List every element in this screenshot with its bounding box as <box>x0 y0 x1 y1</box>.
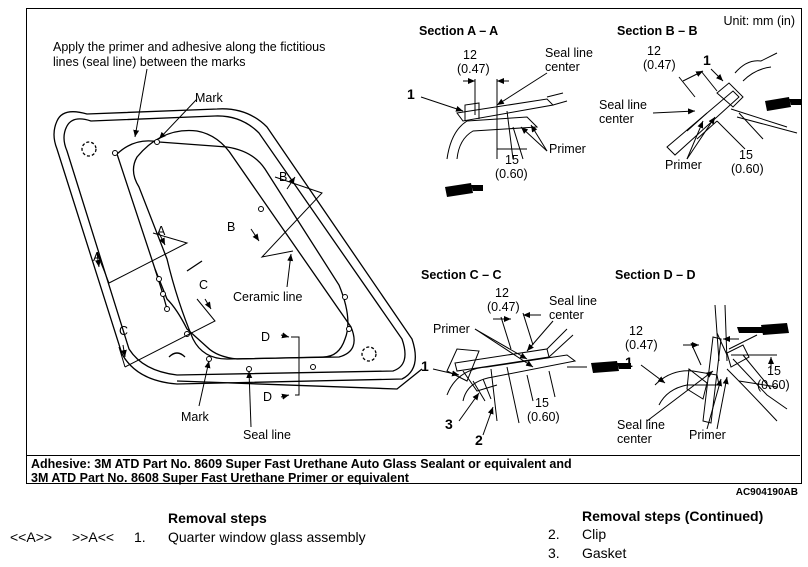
section-d-d-title: Section D – D <box>615 268 696 282</box>
section-b-b-dim2: 15 <box>739 148 753 162</box>
mark-label-top: Mark <box>195 91 224 105</box>
section-a-a-title: Section A – A <box>419 24 498 38</box>
seal-line-marks <box>112 139 352 372</box>
section-d-d-seal-line: Seal line <box>617 418 665 432</box>
section-d-d-primer: Primer <box>689 428 726 442</box>
section-b-b-seal-center: center <box>599 112 634 126</box>
adhesive-caption: Adhesive: 3M ATD Part No. 8609 Super Fas… <box>27 455 800 485</box>
section-c-c-dim1-in: (0.47) <box>487 300 520 314</box>
section-b-b-seal-line: Seal line <box>599 98 647 112</box>
installation-diagram: Unit: mm (in) <box>53 14 801 448</box>
section-a-a-item-1: 1 <box>407 86 415 102</box>
section-a-a-seal-center: center <box>545 60 580 74</box>
section-c-c-dim2: 15 <box>535 396 549 410</box>
seal-line-label: Seal line <box>243 428 291 442</box>
section-c-c-item-1: 1 <box>421 358 429 374</box>
section-c-c-dim2-in: (0.60) <box>527 410 560 424</box>
section-a-a-dim2: 15 <box>505 153 519 167</box>
removal-steps-heading: Removal steps <box>168 510 267 526</box>
section-b-b-dim1-in: (0.47) <box>643 58 676 72</box>
section-c-c-seal-line: Seal line <box>549 294 597 308</box>
section-b-b: Section B – B 12 (0.47) 1 Seal line cent… <box>599 24 801 176</box>
section-a-a-seal-line: Seal line <box>545 46 593 60</box>
section-d-d-dim1: 12 <box>629 324 643 338</box>
step-3-label: Gasket <box>582 545 627 561</box>
section-letter-d1: D <box>261 330 270 344</box>
step-1-number: 1. <box>134 529 146 545</box>
section-letter-a1: A <box>93 250 102 264</box>
step-1-label: Quarter window glass assembly <box>168 529 366 545</box>
section-a-a: Section A – A 12 (0.47) Seal line center… <box>407 24 593 197</box>
step-2-number: 2. <box>548 526 560 542</box>
section-letter-b1: B <box>279 170 287 184</box>
section-d-d-dim2: 15 <box>767 364 781 378</box>
step-2-label: Clip <box>582 526 607 542</box>
apply-note-line1: Apply the primer and adhesive along the … <box>53 40 325 54</box>
section-a-a-dim1-in: (0.47) <box>457 62 490 76</box>
section-c-c-item-3: 3 <box>445 416 453 432</box>
section-letter-d2: D <box>263 390 272 404</box>
adhesive-caption-line1: Adhesive: 3M ATD Part No. 8609 Super Fas… <box>31 457 572 471</box>
section-c-c: Section C – C 12 (0.47) Seal line center… <box>421 268 631 448</box>
section-b-b-title: Section B – B <box>617 24 698 38</box>
quarter-window-drawing <box>53 108 423 390</box>
section-arrows <box>95 176 296 400</box>
marker-a-right: >>A<< <box>72 529 115 545</box>
diagram-frame: Unit: mm (in) <box>26 8 802 485</box>
removal-steps-continued-heading: Removal steps (Continued) <box>582 508 764 524</box>
section-d-d-dim1-in: (0.47) <box>625 338 658 352</box>
section-a-a-primer: Primer <box>549 142 586 156</box>
section-b-b-item-1: 1 <box>703 52 711 68</box>
marker-a-left: <<A>> <box>10 529 53 545</box>
step-3-number: 3. <box>548 545 560 561</box>
section-b-b-dim1: 12 <box>647 44 661 58</box>
callout-lines <box>96 68 323 428</box>
adhesive-caption-line2: 3M ATD Part No. 8608 Super Fast Urethane… <box>31 471 409 485</box>
section-a-a-dim2-in: (0.60) <box>495 167 528 181</box>
section-d-d-seal-center: center <box>617 432 652 446</box>
section-c-c-title: Section C – C <box>421 268 502 282</box>
section-b-b-dim2-in: (0.60) <box>731 162 764 176</box>
section-b-b-primer: Primer <box>665 158 702 172</box>
section-letter-c2: C <box>199 278 208 292</box>
seal-line-path <box>116 140 349 360</box>
section-letter-b2: B <box>227 220 235 234</box>
section-letter-c1: C <box>119 324 128 338</box>
section-d-d-item-1: 1 <box>625 354 633 370</box>
section-c-c-item-2: 2 <box>475 432 483 448</box>
figure-id: AC904190AB <box>735 487 798 498</box>
section-a-a-dim1: 12 <box>463 48 477 62</box>
section-c-c-seal-center: center <box>549 308 584 322</box>
apply-note-line2: lines (seal line) between the marks <box>53 55 245 69</box>
section-c-c-primer: Primer <box>433 322 470 336</box>
ceramic-line-label: Ceramic line <box>233 290 303 304</box>
section-c-c-dim1: 12 <box>495 286 509 300</box>
unit-note: Unit: mm (in) <box>723 14 795 28</box>
section-d-d: Section D – D 12 (0.47) 15 (0.60) 1 Seal… <box>615 268 790 446</box>
section-letter-a2: A <box>157 224 166 238</box>
mark-label-bottom: Mark <box>181 410 210 424</box>
